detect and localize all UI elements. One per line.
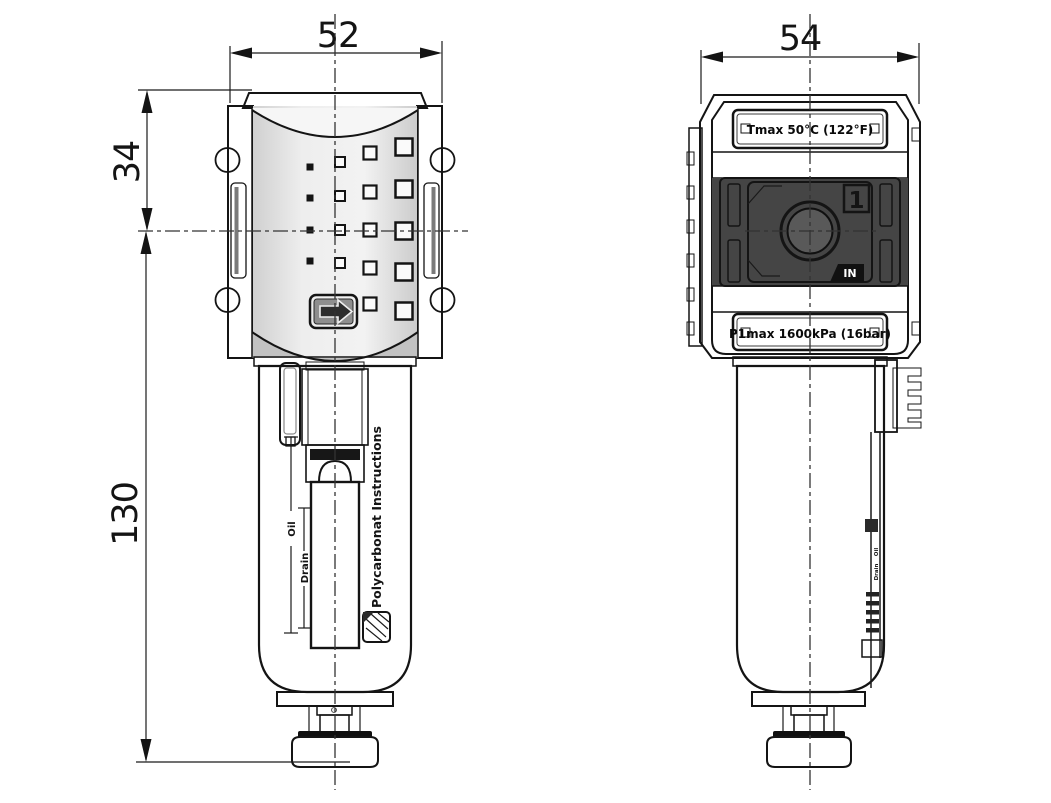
oil-marking: Oil — [287, 521, 298, 536]
front-view: Oil Drain Polycarbonat Instructions — [106, 14, 468, 790]
side-view: Tmax 50°C (122°F) 1 IN — [686, 14, 922, 790]
port-in-label: IN — [843, 267, 856, 280]
dim-width-side-label: 54 — [779, 19, 822, 59]
dimension-130: 130 — [106, 231, 350, 763]
dim-head-height-label: 34 — [108, 141, 148, 184]
port-number-label: 1 — [848, 188, 864, 214]
mounting-rib-edge — [686, 127, 921, 347]
p1max-rating-label: P1max 1600kPa (16bar) — [729, 327, 891, 341]
bowl-guard-seam: Oil Drain — [861, 432, 883, 688]
dim-width-label: 52 — [317, 16, 360, 56]
drain-knob — [291, 736, 379, 768]
level-marks — [284, 436, 310, 634]
head-cap — [241, 92, 429, 109]
instructions-icon — [362, 611, 391, 643]
head-face-plate — [711, 101, 909, 355]
drain-marking-side: Drain — [874, 564, 880, 581]
polycarbonat-marking: Polycarbonat Instructions — [369, 426, 384, 608]
dimension-54: 54 — [700, 19, 920, 104]
dim-bowl-height-label: 130 — [106, 482, 146, 546]
drain-knob-side — [766, 736, 852, 768]
vent-hole-pattern — [306, 137, 414, 321]
dimension-34: 34 — [108, 89, 252, 231]
head-outer — [699, 94, 921, 359]
flow-direction-arrow-icon — [308, 293, 359, 330]
oil-marking-side: Oil — [874, 548, 880, 557]
drain-marking: Drain — [300, 553, 311, 584]
dimension-52: 52 — [229, 16, 443, 103]
mounting-bracket — [874, 359, 922, 433]
bowl-bottom-side — [751, 691, 866, 768]
